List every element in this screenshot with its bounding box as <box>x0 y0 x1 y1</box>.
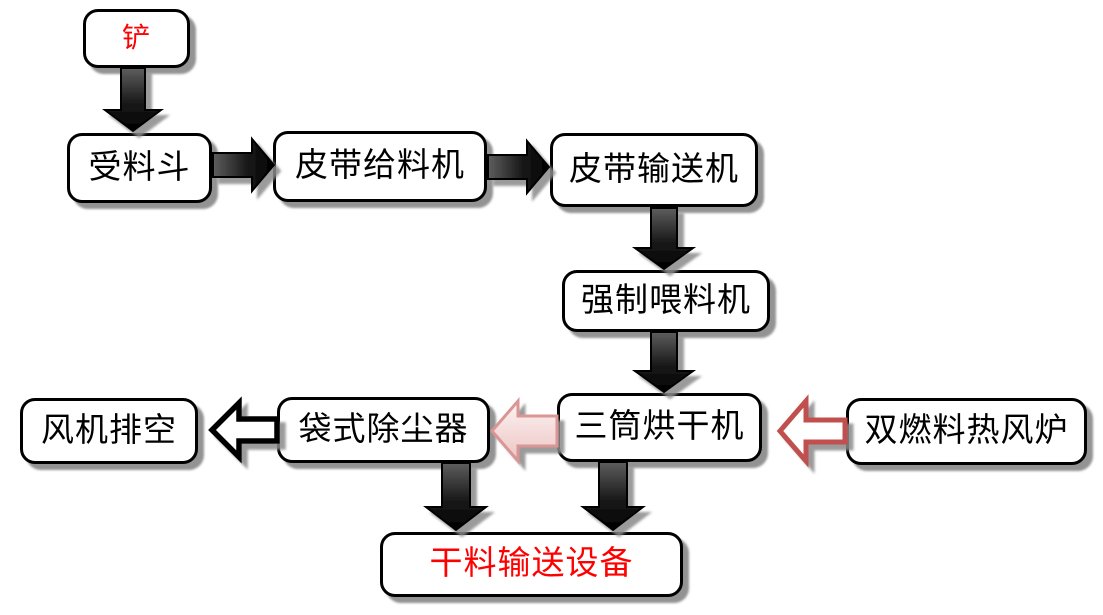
arrow-dryer-to-bag-filter <box>490 396 559 466</box>
node-shovel-label: 铲 <box>121 22 151 54</box>
arrow-furnace-to-dryer <box>776 394 848 468</box>
node-bag-filter-label: 袋式除尘器 <box>298 411 469 448</box>
node-shovel: 铲 <box>83 9 190 68</box>
node-dryer: 三筒烘干机 <box>557 393 762 462</box>
arrow-belt-feeder-to-belt-conveyor <box>487 138 551 196</box>
arrow-bag-filter-to-dry-conveyor <box>423 462 489 532</box>
node-forced-feeder: 强制喂料机 <box>562 270 770 332</box>
node-forced-feeder-label: 强制喂料机 <box>581 282 751 319</box>
node-dryer-label: 三筒烘干机 <box>574 409 745 445</box>
node-belt-feeder-label: 皮带给料机 <box>295 148 465 184</box>
node-hopper: 受料斗 <box>67 133 212 203</box>
arrow-dryer-to-dry-conveyor <box>580 461 646 532</box>
arrow-belt-conveyor-to-forced-feeder <box>631 207 697 271</box>
node-bag-filter: 袋式除尘器 <box>277 397 490 463</box>
node-hopper-label: 受料斗 <box>88 149 191 186</box>
node-furnace: 双燃料热风炉 <box>846 398 1087 465</box>
node-fan-exhaust-label: 风机排空 <box>41 412 177 449</box>
arrow-forced-feeder-to-dryer <box>631 331 697 394</box>
node-belt-conveyor: 皮带输送机 <box>550 133 758 207</box>
arrow-shovel-to-hopper <box>102 67 164 133</box>
node-furnace-label: 双燃料热风炉 <box>864 413 1069 449</box>
node-dry-conveyor-label: 干料输送设备 <box>429 546 634 582</box>
node-fan-exhaust: 风机排空 <box>20 398 198 464</box>
arrow-bag-filter-to-fan-exhaust <box>208 396 280 464</box>
node-dry-conveyor: 干料输送设备 <box>380 532 683 597</box>
node-belt-feeder: 皮带给料机 <box>273 131 487 202</box>
arrow-hopper-to-belt-feeder <box>212 136 276 194</box>
node-belt-conveyor-label: 皮带输送机 <box>569 151 739 188</box>
